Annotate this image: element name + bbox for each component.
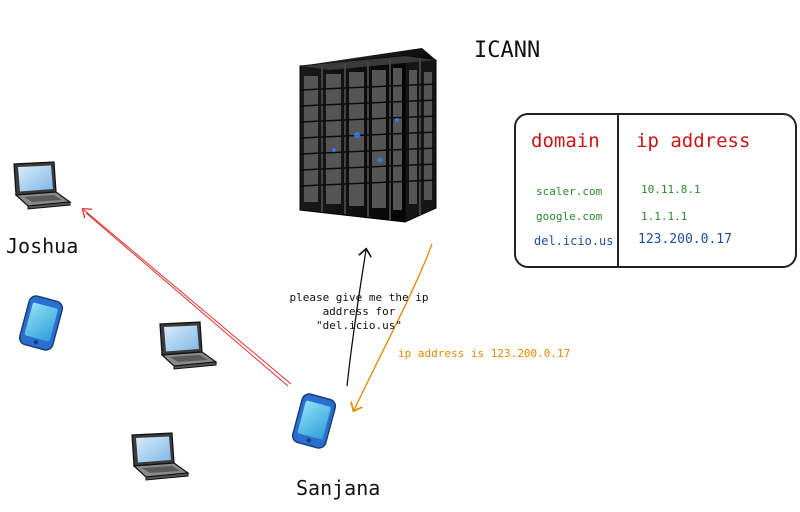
smartphone-icon <box>17 293 65 353</box>
laptop-icon <box>13 161 71 210</box>
table-row-domain: del.icio.us <box>534 234 614 248</box>
server-rack-icon <box>299 48 437 223</box>
laptop-icon <box>131 432 189 481</box>
smartphone-icon <box>290 391 338 451</box>
dns-table: domain ip address scaler.com 10.11.8.1 g… <box>514 113 797 268</box>
table-row-ip: 10.11.8.1 <box>641 183 701 196</box>
response-message: ip address is 123.200.0.17 <box>398 347 571 360</box>
table-row-ip: 123.200.0.17 <box>638 232 732 247</box>
table-row-ip: 1.1.1.1 <box>641 210 688 223</box>
icann-label: ICANN <box>474 38 541 63</box>
table-divider <box>617 115 619 266</box>
sanjana-label: Sanjana <box>296 476 381 500</box>
table-row-domain: google.com <box>536 210 603 223</box>
joshua-arrow <box>84 210 292 387</box>
table-row-domain: scaler.com <box>536 185 603 198</box>
ip-address-header: ip address <box>636 130 751 152</box>
response-arrow <box>354 243 433 410</box>
request-message: please give me the ip address for "del.i… <box>289 291 429 332</box>
laptop-icon <box>159 321 217 370</box>
request-arrow <box>346 250 366 387</box>
domain-header: domain <box>531 130 600 152</box>
joshua-label: Joshua <box>6 234 79 258</box>
